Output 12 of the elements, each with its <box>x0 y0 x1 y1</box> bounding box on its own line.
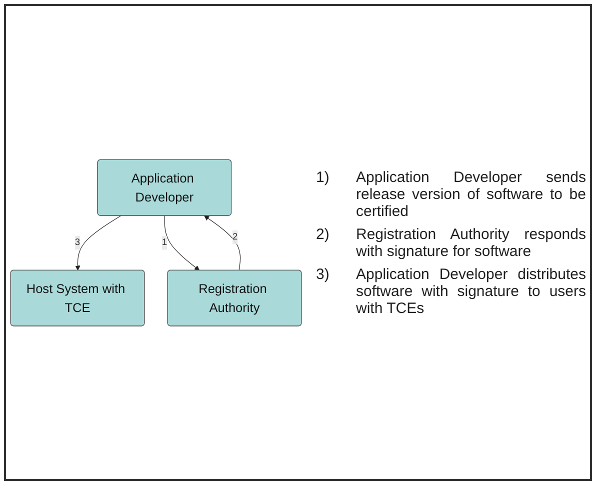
edge-label: 2 <box>232 232 238 242</box>
arrow <box>75 215 122 270</box>
list-number: 3) <box>316 266 330 284</box>
list-number: 2) <box>316 226 330 244</box>
list-number: 1) <box>316 168 330 188</box>
list-item-text: Application Developer distributes software with signature to users with TCEs <box>356 266 586 316</box>
arrow <box>204 215 241 270</box>
edge-label: 3 <box>74 237 80 248</box>
arrow <box>164 215 200 270</box>
list-item-text: Registration Authority responds with signature for software <box>356 226 586 260</box>
edge-label: 1 <box>162 237 167 248</box>
list-item-text: Application Developer sends release version of software to be certified <box>356 168 586 220</box>
